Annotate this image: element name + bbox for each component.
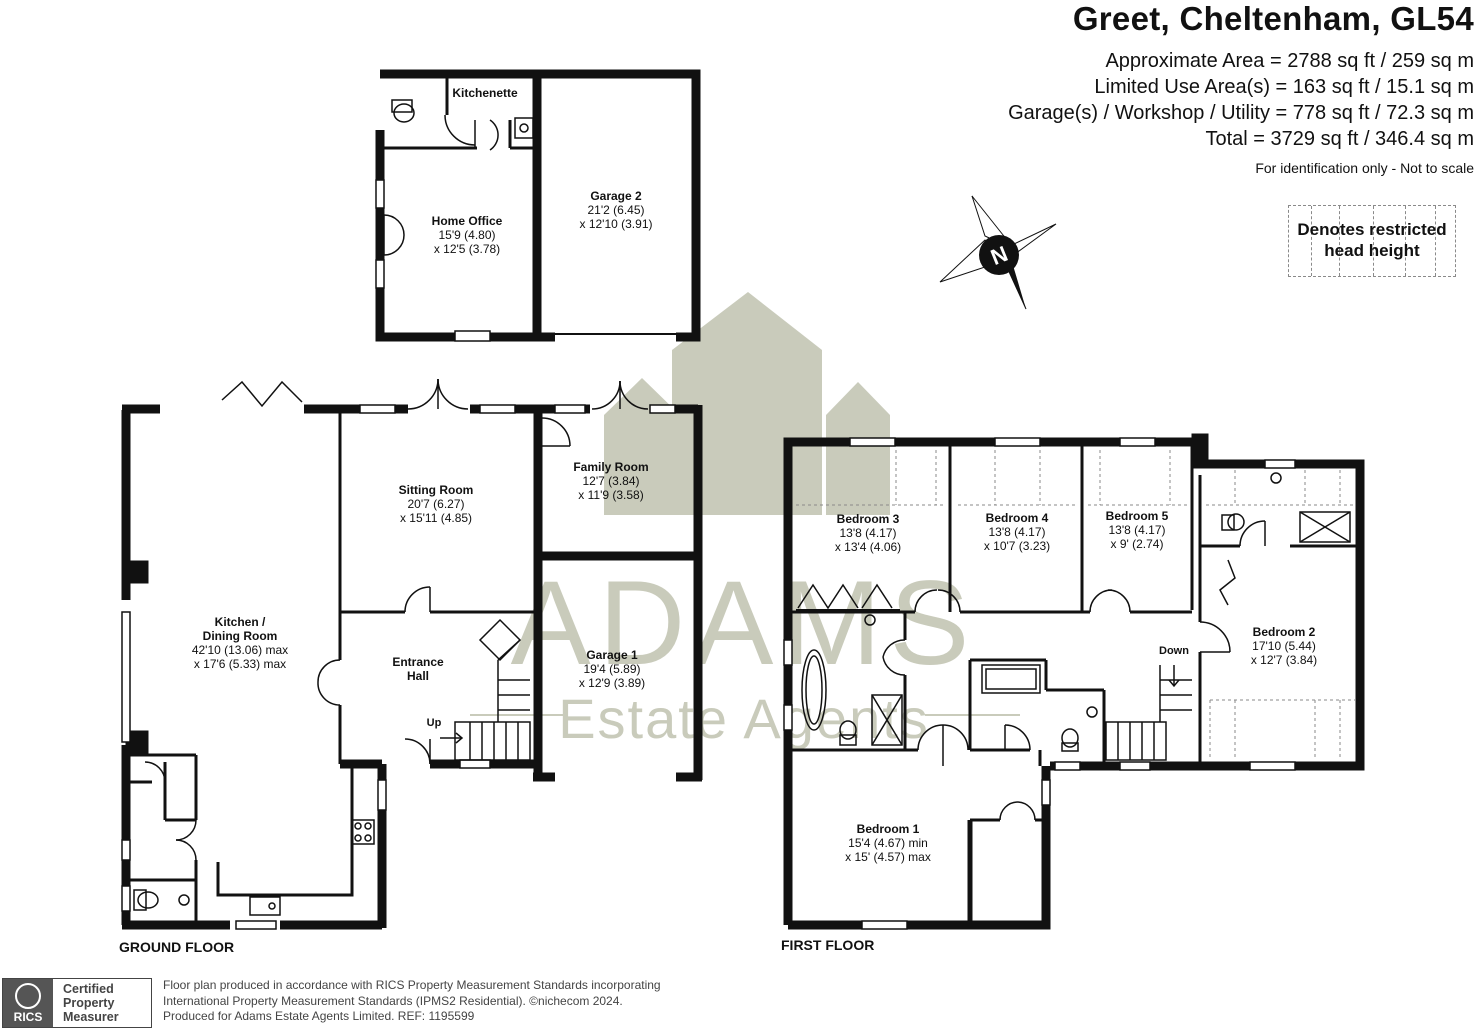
- garage1-dim2: x 12'9 (3.89): [579, 676, 645, 690]
- bedroom2-dim1: 17'10 (5.44): [1252, 639, 1316, 653]
- rics-mark: RICS: [3, 979, 53, 1027]
- footer-line-2: International Property Measurement Stand…: [163, 993, 623, 1008]
- compass: N: [939, 195, 1057, 310]
- garage2-dim1: 21'2 (6.45): [588, 203, 645, 217]
- home-office-dim1: 15'9 (4.80): [439, 228, 496, 242]
- kitchen-dim2: x 17'6 (5.33) max: [194, 657, 286, 671]
- outbuilding: [375, 69, 701, 342]
- ground-stairs-up-label: Up: [427, 717, 442, 729]
- watermark: ADAMS Estate Agents: [470, 292, 1020, 750]
- first-stairs-down-label: Down: [1159, 645, 1189, 657]
- cert-line-2: Property: [63, 996, 115, 1010]
- kitchenette-label: Kitchenette: [452, 86, 518, 100]
- property-address: Greet, Cheltenham, GL54: [1072, 0, 1474, 37]
- garage-area: Garage(s) / Workshop / Utility = 778 sq …: [1008, 102, 1474, 124]
- garage1-dim1: 19'4 (5.89): [584, 662, 641, 676]
- cert-line-3: Measurer: [63, 1010, 119, 1024]
- home-office-label: Home Office: [432, 214, 503, 228]
- garage1-label: Garage 1: [586, 648, 638, 662]
- total-area: Total = 3729 sq ft / 346.4 sq m: [1205, 128, 1475, 150]
- restricted-height-legend: Denotes restricted head height: [1288, 205, 1456, 277]
- footer-line-3: Produced for Adams Estate Agents Limited…: [163, 1009, 475, 1023]
- home-office-dim2: x 12'5 (3.78): [434, 242, 500, 256]
- sitting-room-dim2: x 15'11 (4.85): [400, 511, 472, 525]
- bedroom3-dim1: 13'8 (4.17): [840, 526, 897, 540]
- rics-certification: Certified Property Measurer: [63, 982, 119, 1024]
- bedroom5-dim1: 13'8 (4.17): [1109, 523, 1166, 537]
- first-stairs: [1105, 665, 1192, 761]
- bedroom1-label: Bedroom 1: [857, 822, 920, 836]
- footer-line-1: Floor plan produced in accordance with R…: [163, 978, 661, 992]
- rics-emblem-icon: [15, 983, 41, 1009]
- ground-stairs: [440, 639, 531, 761]
- kitchen-label-2: Dining Room: [203, 629, 278, 643]
- sitting-room-dim1: 20'7 (6.27): [408, 497, 465, 511]
- bedroom1-dim1: 15'4 (4.67) min: [848, 836, 928, 850]
- scale-note: For identification only - Not to scale: [1255, 160, 1474, 176]
- kitchen-dim1: 42'10 (13.06) max: [192, 643, 288, 657]
- family-room-dim2: x 11'9 (3.58): [578, 488, 643, 502]
- ground-floor-label: GROUND FLOOR: [119, 939, 235, 955]
- family-room-dim1: 12'7 (3.84): [583, 474, 640, 488]
- first-floor-walls: [783, 433, 1365, 930]
- garage2-label: Garage 2: [590, 189, 642, 203]
- bedroom3-label: Bedroom 3: [837, 512, 900, 526]
- bedroom5-dim2: x 9' (2.74): [1111, 537, 1164, 551]
- area-summary: Approximate Area = 2788 sq ft / 259 sq m…: [1008, 48, 1474, 152]
- first-floor-label: FIRST FLOOR: [781, 937, 875, 953]
- entrance-hall-label-1: Entrance: [392, 655, 444, 669]
- entrance-hall-label-2: Hall: [407, 669, 429, 683]
- bedroom5-label: Bedroom 5: [1106, 509, 1169, 523]
- ground-floor-walls: [121, 378, 703, 930]
- legend-line-1: Denotes restricted: [1297, 220, 1447, 239]
- garage2-dim2: x 12'10 (3.91): [579, 217, 652, 231]
- bedroom2-dim2: x 12'7 (3.84): [1251, 653, 1317, 667]
- family-room-label: Family Room: [573, 460, 648, 474]
- bedroom4-dim1: 13'8 (4.17): [989, 525, 1046, 539]
- bedroom1-dim2: x 15' (4.57) max: [845, 850, 931, 864]
- bedroom4-label: Bedroom 4: [986, 511, 1049, 525]
- approximate-area: Approximate Area = 2788 sq ft / 259 sq m: [1105, 50, 1474, 72]
- watermark-house-right: [826, 382, 890, 515]
- watermark-name: ADAMS: [511, 556, 978, 690]
- rics-brand: RICS: [13, 1010, 43, 1024]
- watermark-tagline: Estate Agents: [558, 687, 930, 750]
- cert-line-1: Certified: [63, 982, 114, 996]
- bedroom2-label: Bedroom 2: [1253, 625, 1316, 639]
- kitchen-label-1: Kitchen /: [215, 615, 266, 629]
- bedroom3-dim2: x 13'4 (4.06): [835, 540, 901, 554]
- legend-line-2: head height: [1324, 241, 1420, 260]
- bedroom4-dim2: x 10'7 (3.23): [984, 539, 1050, 553]
- footer-disclaimer: Floor plan produced in accordance with R…: [163, 978, 661, 1025]
- sitting-room-label: Sitting Room: [399, 483, 474, 497]
- limited-use-area: Limited Use Area(s) = 163 sq ft / 15.1 s…: [1094, 76, 1474, 98]
- rics-logo: RICS Certified Property Measurer: [2, 978, 152, 1028]
